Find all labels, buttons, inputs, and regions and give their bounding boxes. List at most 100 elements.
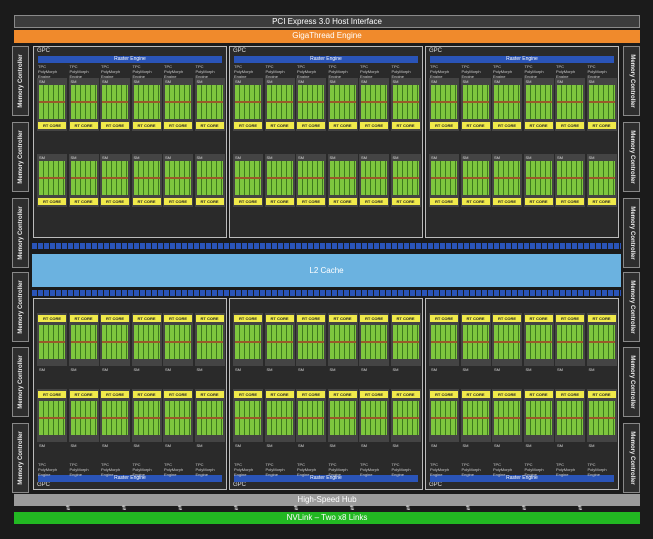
sm-label: SM	[298, 155, 304, 160]
tensor-separator	[70, 177, 97, 179]
raster-engine: Raster Engine	[430, 56, 614, 63]
tensor-separator	[133, 417, 160, 419]
tensor-separator	[102, 101, 128, 103]
link-arrow-icon: ⇅	[521, 506, 527, 512]
sm-label: SM	[266, 367, 273, 372]
rt-core: RT CORE	[391, 122, 420, 129]
rt-core: RT CORE	[265, 122, 294, 129]
tpc-text: TPC	[556, 462, 564, 467]
tensor-separator	[235, 341, 261, 343]
tpc-text: TPC	[101, 64, 109, 69]
rt-core: RT CORE	[556, 122, 584, 129]
link-arrow-icon: ⇅	[405, 506, 411, 512]
sm-block: SM RT CORE	[390, 78, 421, 131]
link-arrow-icon: ⇅	[577, 506, 583, 512]
tensor-separator	[431, 341, 457, 343]
tensor-separator	[266, 177, 293, 179]
rt-core: RT CORE	[297, 315, 325, 322]
rt-core: RT CORE	[556, 198, 584, 205]
polymorph-engine: PolyMorph Engine	[69, 69, 89, 79]
tensor-separator	[588, 101, 615, 103]
sm-label: SM	[557, 155, 563, 160]
tpc-text: TPC	[524, 462, 533, 467]
tensor-separator	[298, 177, 324, 179]
tensor-separator	[392, 341, 419, 343]
pcie-host-interface: PCI Express 3.0 Host Interface	[14, 15, 640, 28]
tpc-text: TPC	[461, 462, 470, 467]
polymorph-engine: PolyMorph Engine	[101, 69, 121, 79]
sm-label: SM	[329, 79, 336, 84]
sm-label: SM	[494, 155, 500, 160]
sm-label: SM	[431, 443, 437, 448]
rt-core: RT CORE	[430, 122, 458, 129]
raster-engine: Raster Engine	[234, 56, 418, 63]
sm-label: SM	[557, 367, 563, 372]
tensor-separator	[298, 417, 324, 419]
polymorph-engine: PolyMorph Engine	[493, 69, 513, 79]
tensor-separator	[361, 341, 387, 343]
rt-core: RT CORE	[493, 122, 521, 129]
sm-label: SM	[392, 79, 399, 84]
tpc-text: TPC	[297, 64, 305, 69]
memory-controller-label: Memory Controller	[628, 54, 635, 108]
sm-label: SM	[392, 443, 399, 448]
rt-core: RT CORE	[101, 198, 129, 205]
tensor-separator	[165, 101, 191, 103]
rt-core: RT CORE	[360, 315, 388, 322]
tensor-separator	[39, 417, 65, 419]
tpc-text: TPC	[587, 64, 596, 69]
tpc-text: TPC	[328, 64, 337, 69]
sm-label: SM	[39, 367, 45, 372]
sm-label: SM	[431, 79, 437, 84]
rt-core: RT CORE	[493, 391, 521, 398]
polymorph-engine: PolyMorph Engine	[391, 467, 411, 477]
sm-label: SM	[588, 443, 595, 448]
tpc-text: TPC	[38, 64, 46, 69]
sm-label: SM	[462, 443, 469, 448]
tpc-text: TPC	[391, 462, 400, 467]
sm-label: SM	[361, 155, 367, 160]
rt-core: RT CORE	[132, 198, 161, 205]
polymorph-engine: PolyMorph Engine	[360, 69, 380, 79]
polymorph-engine: PolyMorph Engine	[195, 69, 215, 79]
polymorph-engine: PolyMorph Engine	[132, 467, 152, 477]
